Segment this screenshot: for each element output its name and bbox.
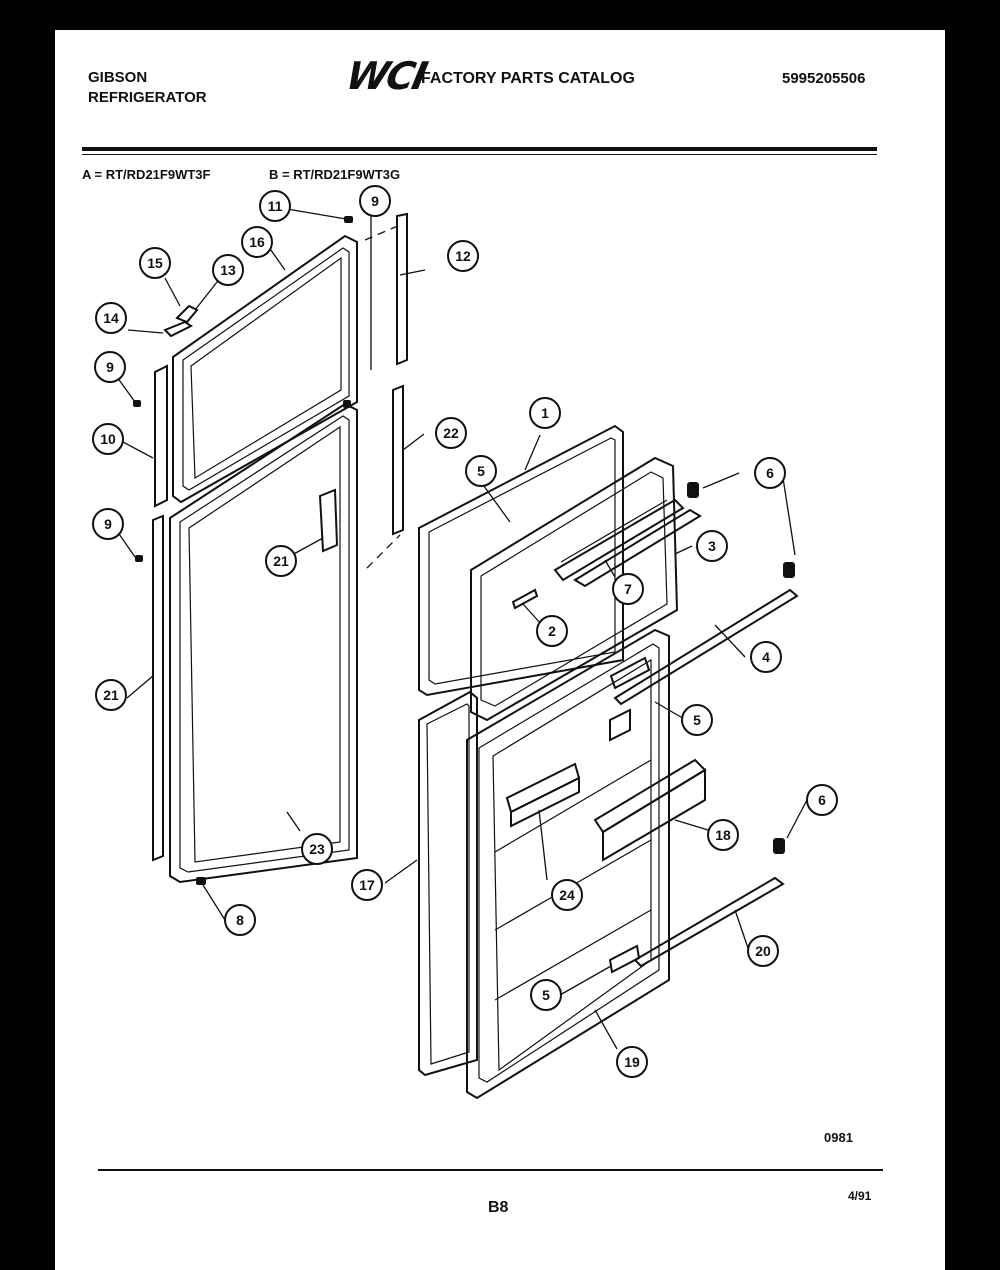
hinge-bars <box>364 200 408 569</box>
door-shelf-large <box>593 758 707 862</box>
svg-text:5: 5 <box>477 463 485 479</box>
callout-15: 15 <box>139 247 171 279</box>
callout-21-handle: 21 <box>265 545 297 577</box>
callout-16: 16 <box>241 226 273 258</box>
svg-text:17: 17 <box>359 877 375 893</box>
footer-rule <box>98 1169 883 1171</box>
revision-date: 4/91 <box>848 1189 872 1203</box>
callout-11: 11 <box>259 190 291 222</box>
door-parts-exploded-diagram: 1 2 3 4 5 5 5 5 6 6 6 7 8 9 9 9 10 11 12… <box>92 185 838 1100</box>
svg-text:21: 21 <box>273 553 289 569</box>
model-a-label: A = RT/RD21F9WT3F <box>82 167 211 182</box>
svg-text:4: 4 <box>762 649 770 665</box>
svg-text:20: 20 <box>755 943 771 959</box>
page-number: B8 <box>488 1199 509 1216</box>
handle-insert <box>318 488 339 553</box>
svg-text:2: 2 <box>548 623 556 639</box>
callout-22: 22 <box>435 417 467 449</box>
freezer-inner-door-gasket <box>418 424 624 697</box>
svg-text:21: 21 <box>103 687 119 703</box>
callout-6-top: 6 <box>754 457 786 489</box>
fresh-food-shelf-bar <box>608 838 785 974</box>
svg-text:15: 15 <box>147 255 163 271</box>
svg-text:9: 9 <box>104 516 112 532</box>
callout-9-lower: 9 <box>92 508 124 540</box>
svg-text:9: 9 <box>371 193 379 209</box>
callout-8: 8 <box>224 904 256 936</box>
callout-18: 18 <box>707 819 739 851</box>
svg-text:9: 9 <box>106 359 114 375</box>
callout-6-bottom: 6 <box>806 784 838 816</box>
svg-text:23: 23 <box>309 841 325 857</box>
door-handle-strip <box>152 514 164 862</box>
door-bins-clips <box>511 588 651 742</box>
freezer-lower-bar <box>613 562 799 706</box>
callout-19: 19 <box>616 1046 648 1078</box>
freezer-door-gasket <box>172 234 358 504</box>
svg-text:19: 19 <box>624 1054 640 1070</box>
callout-9-top: 9 <box>359 185 391 217</box>
callout-24: 24 <box>551 879 583 911</box>
leader-lines <box>116 208 808 1050</box>
brand-name: GIBSON <box>88 69 148 86</box>
callout-5-liner: 5 <box>681 704 713 736</box>
figure-code: 0981 <box>824 1130 853 1145</box>
svg-text:8: 8 <box>236 912 244 928</box>
callout-5-bottom: 5 <box>530 979 562 1011</box>
callout-2: 2 <box>536 615 568 647</box>
svg-text:12: 12 <box>455 248 471 264</box>
callout-17: 17 <box>351 869 383 901</box>
catalog-title: FACTORY PARTS CATALOG <box>421 70 635 87</box>
svg-text:6: 6 <box>766 465 774 481</box>
svg-text:22: 22 <box>443 425 459 441</box>
svg-text:11: 11 <box>268 198 283 214</box>
header-rule-thin <box>82 154 877 155</box>
callout-3: 3 <box>696 530 728 562</box>
fresh-food-inner-gasket <box>418 690 478 1077</box>
freezer-door-liner-strip <box>154 364 168 508</box>
callout-5-freezer: 5 <box>465 455 497 487</box>
catalog-number: 5995205506 <box>782 70 866 87</box>
callout-1: 1 <box>529 397 561 429</box>
callout-12: 12 <box>447 240 479 272</box>
svg-text:1: 1 <box>541 405 549 421</box>
svg-text:13: 13 <box>220 262 236 278</box>
fresh-food-door-liner <box>466 628 670 1100</box>
freezer-shelf-bar <box>573 482 702 588</box>
model-b-label: B = RT/RD21F9WT3G <box>269 167 401 182</box>
svg-text:24: 24 <box>559 887 575 903</box>
header-rule-thick <box>82 147 877 151</box>
hardware <box>133 216 353 885</box>
callout-14: 14 <box>95 302 127 334</box>
freezer-door-liner <box>470 456 685 722</box>
svg-text:3: 3 <box>708 538 716 554</box>
svg-text:18: 18 <box>715 827 731 843</box>
callout-23: 23 <box>301 833 333 865</box>
callout-21-strip: 21 <box>95 679 127 711</box>
door-shelf-small <box>505 762 581 828</box>
callout-7: 7 <box>612 573 644 605</box>
product-type: REFRIGERATOR <box>88 89 207 106</box>
svg-text:5: 5 <box>542 987 550 1003</box>
svg-text:6: 6 <box>818 792 826 808</box>
callout-10: 10 <box>92 423 124 455</box>
svg-text:5: 5 <box>693 712 701 728</box>
callout-9-mid: 9 <box>94 351 126 383</box>
svg-text:14: 14 <box>103 310 119 326</box>
svg-text:10: 10 <box>100 431 116 447</box>
callout-20: 20 <box>747 935 779 967</box>
svg-text:7: 7 <box>624 581 632 597</box>
svg-text:16: 16 <box>249 234 265 250</box>
callout-13: 13 <box>212 254 244 286</box>
callout-4: 4 <box>750 641 782 673</box>
catalog-sheet: GIBSON REFRIGERATOR WCI FACTORY PARTS CA… <box>55 30 945 1270</box>
